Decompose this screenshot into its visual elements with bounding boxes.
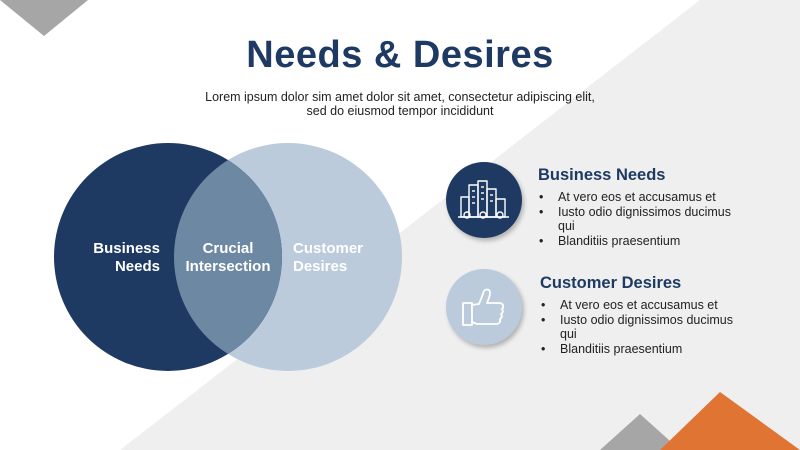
- list-item: Iusto odio dignissimos ducimus qui: [540, 313, 750, 341]
- customer-desires-title: Customer Desires: [540, 274, 682, 292]
- thumbs-up-icon: [462, 288, 505, 326]
- subtitle-line-1: Lorem ipsum dolor sim amet dolor sit ame…: [205, 90, 595, 104]
- customer-desires-icon-circle: [446, 269, 522, 345]
- business-needs-title: Business Needs: [538, 166, 666, 184]
- list-item: Blanditiis praesentium: [540, 342, 750, 356]
- city-buildings-icon: [458, 180, 509, 219]
- venn-left-line-2: Needs: [114, 258, 160, 275]
- venn-left-label: Business Needs: [80, 240, 160, 276]
- venn-right-label: Customer Desires: [293, 240, 383, 276]
- bottom-right-orange-triangle: [660, 392, 800, 450]
- venn-intersection-line-1: Crucial: [202, 240, 254, 257]
- list-item: At vero eos et accusamus et: [540, 298, 750, 312]
- bottom-right-gray-triangle: [600, 414, 680, 450]
- top-left-gray-triangle: [0, 0, 88, 36]
- venn-right-line-2: Desires: [293, 258, 348, 275]
- venn-right-line-1: Customer: [293, 240, 364, 257]
- customer-desires-bullets: At vero eos et accusamus et Iusto odio d…: [540, 298, 750, 357]
- venn-intersection-line-2: Intersection: [185, 258, 271, 275]
- business-needs-bullets: At vero eos et accusamus et Iusto odio d…: [538, 190, 748, 249]
- venn-intersection: [174, 143, 282, 371]
- business-needs-icon-circle: [446, 162, 522, 238]
- venn-left-line-1: Business: [93, 240, 160, 257]
- list-item: Blanditiis praesentium: [538, 234, 748, 248]
- list-item: Iusto odio dignissimos ducimus qui: [538, 205, 748, 233]
- venn-intersection-label: Crucial Intersection: [176, 240, 280, 276]
- page-subtitle: Lorem ipsum dolor sim amet dolor sit ame…: [150, 90, 650, 118]
- subtitle-line-2: sed do eiusmod tempor incididunt: [306, 104, 494, 118]
- list-item: At vero eos et accusamus et: [538, 190, 748, 204]
- page-title: Needs & Desires: [246, 34, 554, 76]
